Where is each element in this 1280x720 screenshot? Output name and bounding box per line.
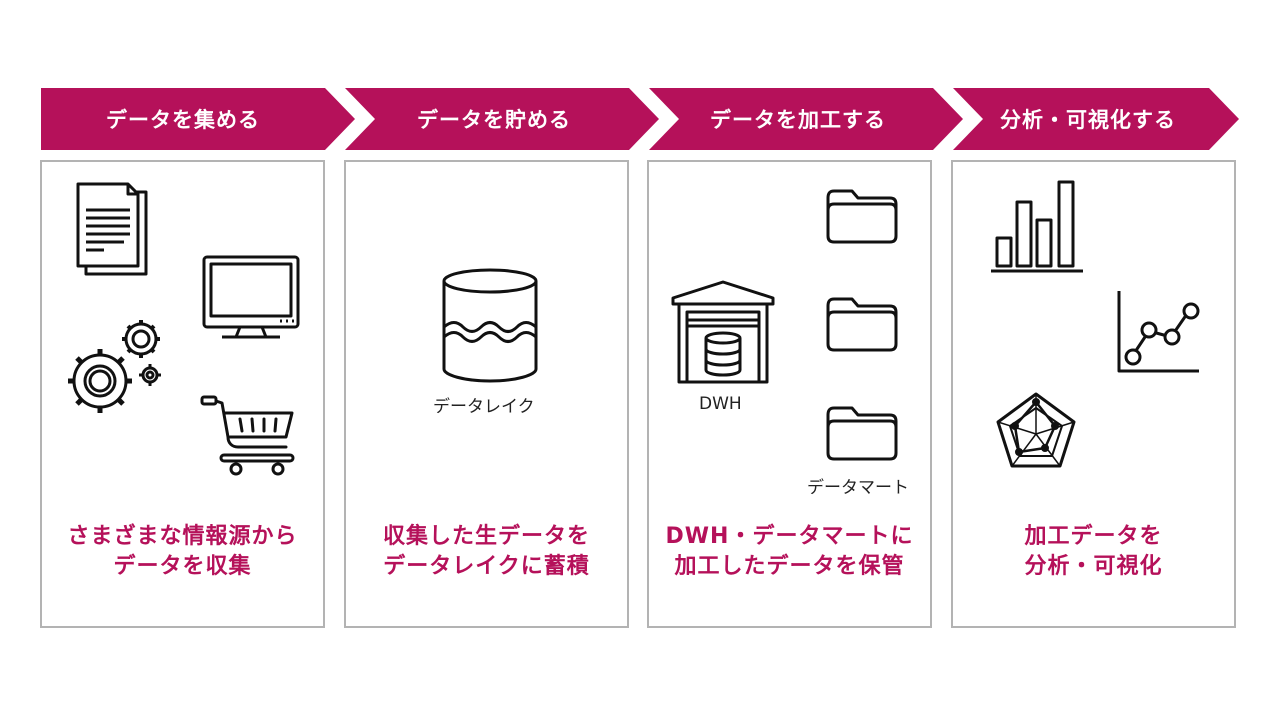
step-4-caption: 加工データを 分析・可視化 <box>1024 524 1163 579</box>
step-2-title: データを貯める <box>417 108 571 132</box>
step-3-panel: DWH データマート DWH・データマートに 加工したデータを保管 <box>647 160 932 628</box>
folder-icon <box>826 188 898 244</box>
folder-icon <box>826 296 898 352</box>
gears-icon <box>64 317 174 417</box>
data-lake-icon <box>441 267 539 385</box>
step-2-header: データを貯める <box>345 88 659 150</box>
dwh-label: DWH <box>699 394 742 414</box>
step-1-title: データを集める <box>106 108 260 132</box>
step-4-title: 分析・可視化する <box>1000 108 1176 132</box>
bar-chart-icon <box>989 180 1085 274</box>
step-4-header: 分析・可視化する <box>953 88 1239 150</box>
shopping-cart-icon <box>200 395 296 477</box>
step-3-caption: DWH・データマートに 加工したデータを保管 <box>665 524 914 579</box>
warehouse-icon <box>671 280 775 384</box>
step-1-panel: さまざまな情報源から データを収集 <box>40 160 325 628</box>
step-1-caption: さまざまな情報源から データを収集 <box>67 524 298 579</box>
monitor-icon <box>202 255 300 341</box>
radar-chart-icon <box>995 392 1077 468</box>
document-icon <box>74 180 154 278</box>
step-3-title: データを加工する <box>710 108 886 132</box>
step-2-panel: データレイク 収集した生データを データレイクに蓄積 <box>344 160 629 628</box>
line-chart-icon <box>1115 289 1201 375</box>
folder-icon <box>826 405 898 461</box>
step-4-panel: 加工データを 分析・可視化 <box>951 160 1236 628</box>
step-3-header: データを加工する <box>649 88 963 150</box>
data-mart-label: データマート <box>807 478 909 498</box>
step-1-header: データを集める <box>41 88 355 150</box>
data-lake-label: データレイク <box>433 397 535 417</box>
step-2-caption: 収集した生データを データレイクに蓄積 <box>382 524 590 579</box>
